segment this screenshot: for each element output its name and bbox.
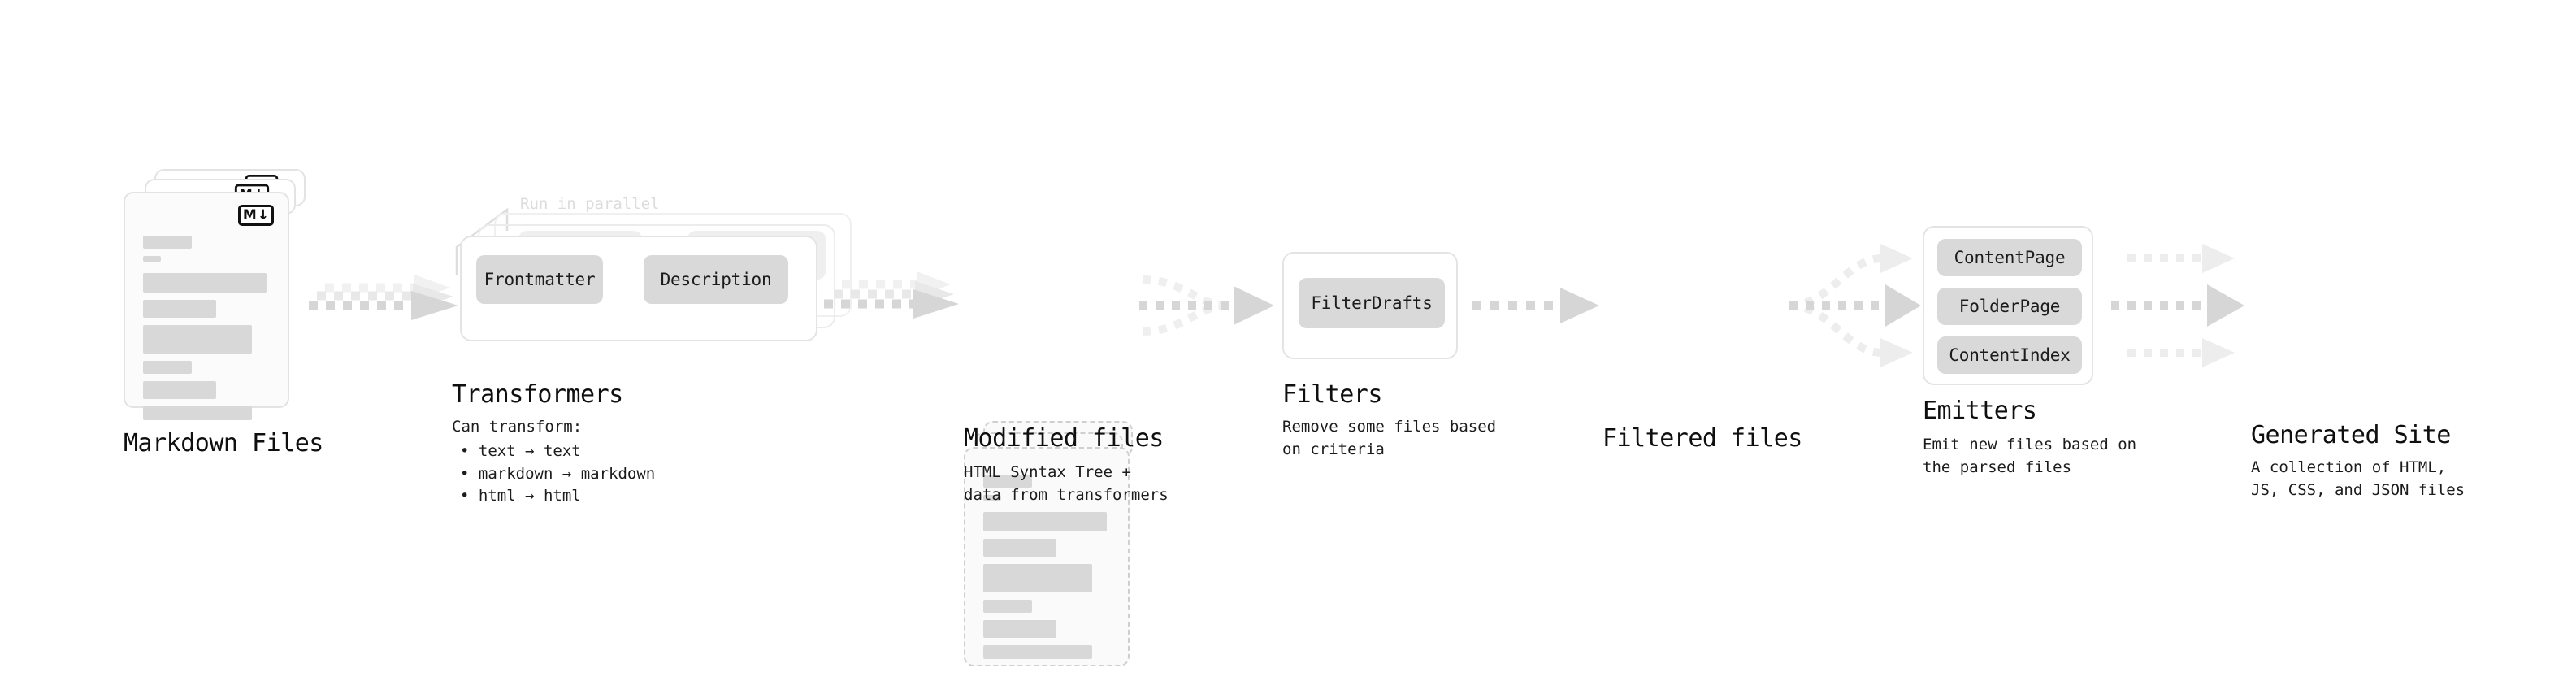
skeleton-line: [143, 361, 192, 374]
arrow-filtered-to-emitters-fan-out: [1789, 244, 1921, 367]
skeleton-line: [143, 406, 252, 420]
arrowhead: [2202, 338, 2235, 367]
modified-files-caption: HTML Syntax Tree + data from transformer…: [964, 463, 1169, 504]
arrowhead: [411, 291, 458, 320]
transformers-bullet-item: • text → text: [460, 442, 581, 460]
filters-caption: Remove some files based on criteria: [1282, 418, 1497, 458]
emitter-pill-contentindex[interactable]: ContentIndex: [1937, 336, 2082, 374]
skeleton-line: [143, 381, 216, 399]
markdown-badge-letter: M: [242, 206, 257, 223]
markdown-card-skeleton: [143, 236, 270, 427]
skeleton-line: [143, 236, 192, 249]
modified-files-card: [964, 421, 1151, 681]
skeleton-line: [983, 645, 1092, 659]
markdown-badge: M↓: [238, 205, 274, 226]
emitters-title: Emitters: [1923, 397, 2037, 425]
transformer-pill-frontmatter[interactable]: Frontmatter: [476, 255, 603, 304]
transformers-group-box: Frontmatter Description: [460, 236, 817, 341]
arrowhead: [1880, 338, 1913, 367]
arrow-modified-to-filters-fan-in: [1139, 275, 1274, 336]
modified-card-skeleton: [983, 475, 1110, 666]
skeleton-line: [143, 300, 216, 318]
skeleton-line: [983, 620, 1056, 638]
markdown-files-title: Markdown Files: [124, 429, 323, 458]
filters-title: Filters: [1282, 380, 1382, 409]
arrowhead: [1560, 288, 1599, 323]
arrowhead: [913, 289, 959, 319]
skeleton-line: [983, 600, 1032, 613]
filters-group-box: FilterDrafts: [1282, 252, 1458, 359]
generated-site-title: Generated Site: [2251, 421, 2451, 449]
transformers-title: Transformers: [452, 380, 623, 409]
skeleton-line: [983, 564, 1092, 592]
filter-pill-filterdrafts[interactable]: FilterDrafts: [1299, 278, 1445, 328]
modified-files-title: Modified files: [964, 424, 1164, 453]
skeleton-line: [143, 325, 252, 354]
emitter-pill-folderpage[interactable]: FolderPage: [1937, 288, 2082, 325]
skeleton-line: [143, 273, 267, 293]
skeleton-line: [143, 256, 161, 262]
skeleton-line: [983, 495, 1001, 501]
skeleton-line: [983, 475, 1032, 488]
arrow-filters-to-filtered: [1472, 288, 1599, 323]
markdown-badge-arrow: ↓: [257, 206, 270, 223]
modified-card-front: [964, 447, 1130, 666]
arrowhead: [1234, 286, 1274, 325]
skeleton-line: [983, 512, 1107, 531]
filtered-files-title: Filtered files: [1602, 424, 1802, 453]
run-in-parallel-label: Run in parallel: [520, 195, 660, 213]
arrowhead: [1880, 244, 1913, 273]
arrow-emitters-to-site: [2111, 244, 2244, 367]
transformers-bullet-item: • markdown → markdown: [460, 464, 656, 483]
emitter-pill-contentpage[interactable]: ContentPage: [1937, 239, 2082, 276]
arrowhead: [2207, 284, 2244, 327]
emitters-group-box: ContentPage FolderPage ContentIndex: [1923, 226, 2093, 385]
arrow-markdown-to-transformers: [309, 275, 458, 320]
arrow-transformers-to-modified: [824, 271, 959, 319]
emitters-caption: Emit new files based on the parsed files: [1923, 436, 2137, 476]
markdown-files-card: M↓ M↓ M↓: [124, 169, 310, 421]
arrowhead: [2202, 244, 2235, 273]
transformers-bullet-list: • text → text • markdown → markdown • ht…: [460, 440, 655, 508]
transformer-pill-description[interactable]: Description: [644, 255, 788, 304]
generated-site-caption: A collection of HTML, JS, CSS, and JSON …: [2251, 458, 2465, 499]
transformers-bullet-item: • html → html: [460, 487, 581, 505]
markdown-card-front: M↓: [124, 192, 289, 420]
transformers-caption: Can transform:: [452, 418, 583, 436]
skeleton-line: [983, 539, 1056, 557]
arrowhead: [1885, 284, 1921, 327]
